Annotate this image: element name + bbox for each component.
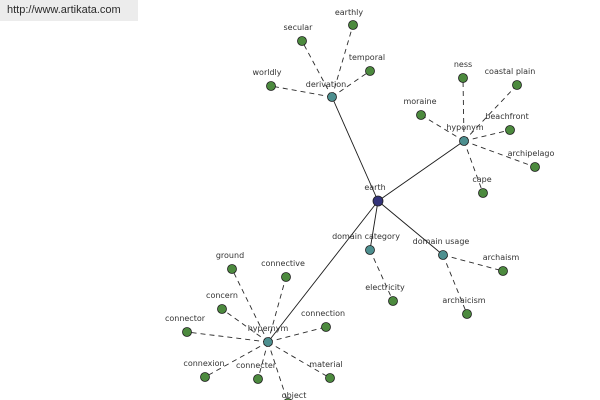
node-label-archaism: archaism xyxy=(483,253,520,262)
edge-earth-domain-usage xyxy=(377,200,444,256)
edge-hypernym-ground xyxy=(231,268,269,343)
edge-hypernym-connection xyxy=(267,326,327,343)
node-label-beachfront: beachfront xyxy=(485,112,528,121)
node-label-concern: concern xyxy=(206,291,238,300)
node-derivation[interactable] xyxy=(327,92,337,102)
edge-earth-hypernym xyxy=(267,200,379,343)
node-earthly[interactable] xyxy=(348,20,358,30)
node-moraine[interactable] xyxy=(416,110,426,120)
node-connecter[interactable] xyxy=(253,374,263,384)
node-label-connective: connective xyxy=(261,259,305,268)
node-label-derivation: derivation xyxy=(306,80,346,89)
node-ness[interactable] xyxy=(458,73,468,83)
edge-hypernym-connector xyxy=(186,331,269,343)
node-connector[interactable] xyxy=(182,327,192,337)
edge-layer xyxy=(186,24,536,400)
node-layer xyxy=(182,20,540,400)
node-label-object: object xyxy=(282,391,307,400)
edge-derivation-temporal xyxy=(331,70,371,98)
node-beachfront[interactable] xyxy=(505,125,515,135)
edge-hyponym-cape xyxy=(463,140,484,194)
node-connection[interactable] xyxy=(321,322,331,332)
node-connective[interactable] xyxy=(281,272,291,282)
edge-hypernym-object xyxy=(267,341,288,400)
node-label-domain-usage: domain usage xyxy=(413,237,470,246)
node-label-archaicism: archaicism xyxy=(442,296,485,305)
node-hypernym[interactable] xyxy=(263,337,273,347)
edge-domain-usage-archaicism xyxy=(442,254,468,315)
node-label-electricity: electricity xyxy=(365,283,405,292)
node-coastal-plain[interactable] xyxy=(512,80,522,90)
edge-hyponym-ness xyxy=(462,77,465,142)
site-url-banner[interactable]: http://www.artikata.com xyxy=(0,0,138,21)
node-hyponym[interactable] xyxy=(459,136,469,146)
node-label-hypernym: hypernym xyxy=(248,324,289,333)
node-temporal[interactable] xyxy=(365,66,375,76)
node-label-temporal: temporal xyxy=(349,53,385,62)
label-layer: earth derivation hyponym domain category dom… xyxy=(165,8,555,400)
node-secular[interactable] xyxy=(297,36,307,46)
edge-domain-category-electricity xyxy=(369,249,394,302)
edge-derivation-worldly xyxy=(270,85,333,98)
node-material[interactable] xyxy=(325,373,335,383)
node-connexion[interactable] xyxy=(200,372,210,382)
edge-hypernym-concern xyxy=(221,308,269,343)
node-domain-usage[interactable] xyxy=(438,250,448,260)
node-label-domain-category: domain category xyxy=(332,232,400,241)
node-cape[interactable] xyxy=(478,188,488,198)
node-earth[interactable] xyxy=(372,195,384,207)
node-archaicism[interactable] xyxy=(462,309,472,319)
node-label-connector: connector xyxy=(165,314,206,323)
node-label-coastal-plain: coastal plain xyxy=(485,67,536,76)
node-label-ness: ness xyxy=(454,60,472,69)
node-label-connecter: connecter xyxy=(236,361,277,370)
edge-derivation-earthly xyxy=(331,24,354,98)
node-label-material: material xyxy=(309,360,342,369)
edge-hyponym-beachfront xyxy=(463,129,511,142)
edge-hypernym-connexion xyxy=(204,341,269,378)
node-label-worldly: worldly xyxy=(253,68,282,77)
edge-hypernym-connective xyxy=(267,276,287,343)
node-label-connection: connection xyxy=(301,309,345,318)
edge-hyponym-coastal-plain xyxy=(463,84,518,142)
edge-domain-usage-archaism xyxy=(442,254,504,272)
edge-hyponym-archipelago xyxy=(463,140,536,168)
node-label-archipelago: archipelago xyxy=(508,149,555,158)
node-archaism[interactable] xyxy=(498,266,508,276)
node-domain-category[interactable] xyxy=(365,245,375,255)
node-worldly[interactable] xyxy=(266,81,276,91)
edge-derivation-secular xyxy=(301,40,333,98)
node-label-earthly: earthly xyxy=(335,8,364,17)
edge-hypernym-material xyxy=(267,341,331,379)
node-concern[interactable] xyxy=(217,304,227,314)
node-label-secular: secular xyxy=(284,23,314,32)
node-label-hyponym: hyponym xyxy=(446,123,484,132)
edge-earth-domain-category xyxy=(369,200,379,251)
node-electricity[interactable] xyxy=(388,296,398,306)
node-label-ground: ground xyxy=(216,251,244,260)
edge-earth-hyponym xyxy=(377,140,465,202)
node-label-cape: cape xyxy=(472,175,491,184)
node-ground[interactable] xyxy=(227,264,237,274)
edge-hypernym-connecter xyxy=(257,341,269,380)
node-label-earth: earth xyxy=(364,183,385,192)
node-archipelago[interactable] xyxy=(530,162,540,172)
node-label-connexion: connexion xyxy=(183,359,224,368)
node-label-moraine: moraine xyxy=(403,97,436,106)
edge-earth-derivation xyxy=(331,96,379,202)
